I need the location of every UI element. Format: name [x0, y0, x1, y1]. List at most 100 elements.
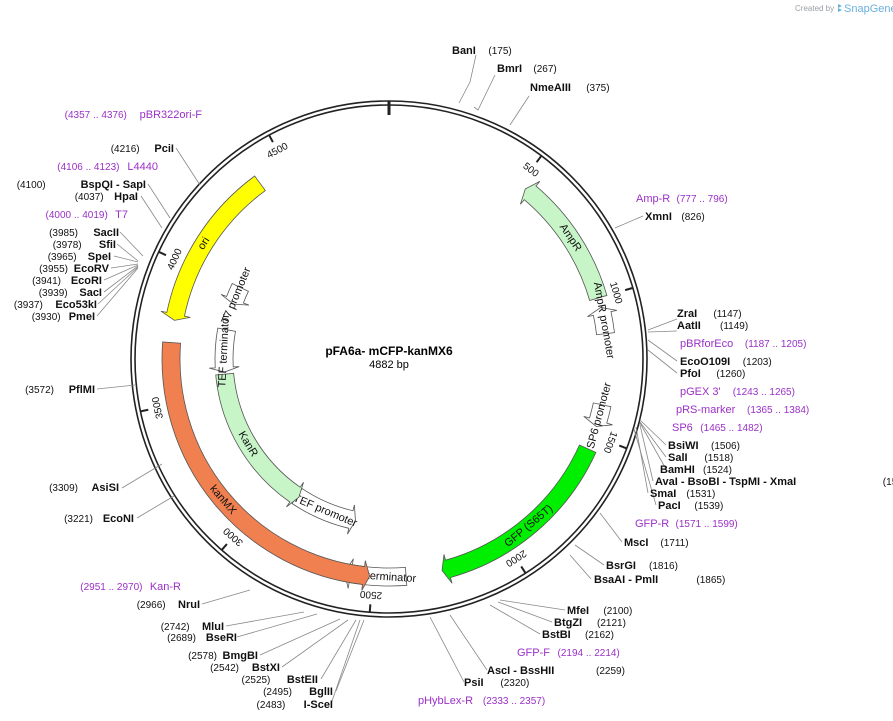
enzyme-position: (2320) — [500, 678, 529, 689]
enzyme-position: (1506) — [711, 441, 740, 452]
enzyme-label-bsteii[interactable]: BstEII(2525) — [241, 674, 318, 686]
enzyme-label-bmgbi[interactable]: BmgBI(2578) — [188, 650, 258, 662]
enzyme-label-bstxi[interactable]: BstXI(2542) — [210, 662, 280, 674]
enzyme-label-msci[interactable]: MscI(1711) — [624, 537, 689, 549]
enzyme-label-bani[interactable]: BanI (175) — [452, 45, 512, 57]
enzyme-name: MfeI — [567, 605, 589, 617]
primer-label-amp-r[interactable]: Amp-R(777 .. 796) — [636, 193, 728, 205]
primer-name: GFP-F — [517, 647, 550, 659]
primer-label-prs-marker[interactable]: pRS-marker(1365 .. 1384) — [676, 404, 809, 416]
enzyme-position: (3309) — [49, 483, 78, 494]
tick-2500 — [368, 604, 372, 613]
enzyme-label-pmei[interactable]: PmeI(3930) — [32, 311, 95, 323]
tick-label-500: 500 — [521, 161, 541, 180]
feature-label-gfp-s65t: GFP (S65T) — [502, 503, 555, 550]
feature-ampr[interactable] — [520, 181, 608, 301]
feature-label-tef-terminator: TEF terminator — [216, 314, 232, 388]
enzyme-label-nrui[interactable]: NruI(2966) — [137, 599, 200, 611]
feature-sp6-promoter[interactable] — [583, 402, 613, 427]
primer-label-pbr322ori-f[interactable]: pBR322ori-F(4357 .. 4376) — [65, 109, 203, 121]
enzyme-position: (2100) — [603, 606, 632, 617]
enzyme-name: EcoRV — [74, 263, 110, 275]
primer-label-gfp-r[interactable]: GFP-R(1571 .. 1599) — [635, 518, 738, 530]
primer-label-t7[interactable]: T7(4000 .. 4019) — [46, 209, 128, 221]
enzyme-name: SpeI — [88, 251, 111, 263]
enzyme-position: (4216) — [111, 144, 140, 155]
feature-label-ori: ori — [196, 235, 213, 252]
enzyme-label-asci-bsshii[interactable]: AscI - BssHII(2259) — [487, 665, 625, 677]
primer-label-phyblex-r[interactable]: pHybLex-R(2333 .. 2357) — [418, 695, 545, 707]
feature-tef-terminator[interactable] — [209, 327, 240, 373]
enzyme-label-bspqi-sapi[interactable]: BspQI - SapI(4100) — [17, 179, 146, 191]
feature-tef-promoter[interactable] — [291, 488, 356, 535]
tick-2000 — [520, 565, 527, 574]
enzyme-label-mlui[interactable]: MluI(2742) — [161, 621, 224, 633]
enzyme-label-asisi[interactable]: AsiSI(3309) — [49, 482, 119, 494]
feature-kanmx[interactable] — [161, 341, 371, 591]
labels: BanI (175) BmrI(267) NmeAIII(375) XmnI(826) Z… — [14, 45, 893, 711]
enzyme-position: (2578) — [188, 651, 217, 662]
enzyme-position: (375) — [586, 83, 609, 94]
enzyme-label-bstbi[interactable]: BstBI(2162) — [542, 629, 614, 641]
enzyme-label-btgzi[interactable]: BtgZI(2121) — [554, 617, 626, 629]
enzyme-label-bsrgi[interactable]: BsrGI(1816) — [606, 560, 678, 572]
enzyme-label-zrai[interactable]: ZraI(1147) — [677, 308, 742, 320]
feature-gfp-s65t[interactable] — [441, 444, 597, 584]
primer-name: L4440 — [127, 161, 158, 173]
enzyme-label-pfoi[interactable]: PfoI(1260) — [680, 368, 745, 380]
enzyme-name: I-SceI — [304, 699, 333, 711]
enzyme-label-mfei[interactable]: MfeI (2100) — [567, 605, 632, 617]
enzyme-label-bglii[interactable]: BglII(2495) — [263, 686, 333, 698]
feature-ori[interactable] — [160, 175, 266, 321]
enzyme-label-sfii[interactable]: SfiI (3978) — [53, 239, 116, 251]
enzyme-label-nmeaiii[interactable]: NmeAIII(375) — [530, 82, 610, 94]
enzyme-label-avai-bsobi-tspmi-xmai[interactable]: AvaI - BsoBI - TspMI - XmaI(1529) — [655, 476, 893, 488]
enzyme-label-bsiwi[interactable]: BsiWI(1506) — [668, 440, 740, 452]
primer-name: Amp-R — [636, 193, 670, 205]
enzyme-label-xmni[interactable]: XmnI(826) — [645, 211, 705, 223]
enzyme-label-smai[interactable]: SmaI(1531) — [650, 488, 715, 500]
enzyme-label-sali[interactable]: SalI(1518) — [668, 452, 733, 464]
enzyme-label-ecorv[interactable]: EcoRV(3955) — [39, 263, 110, 275]
feature-t7-promoter[interactable] — [220, 283, 250, 306]
tick-4000 — [158, 250, 167, 257]
enzyme-name: PmeI — [69, 311, 95, 323]
enzyme-label-econi[interactable]: EcoNI(3221) — [64, 513, 134, 525]
primer-range: (2194 .. 2214) — [558, 648, 620, 659]
enzyme-position: (3978) — [53, 240, 82, 251]
primer-label-kan-r[interactable]: Kan-R(2951 .. 2970) — [80, 581, 181, 593]
enzyme-name: BspQI - SapI — [81, 179, 146, 191]
feature-kanr[interactable] — [215, 372, 304, 508]
primer-name: pGEX 3' — [680, 386, 721, 398]
enzyme-label-sacii[interactable]: SacII(3985) — [49, 227, 119, 239]
enzyme-label-ecori[interactable]: EcoRI(3941) — [32, 275, 102, 287]
enzyme-label-spei[interactable]: SpeI(3965) — [48, 251, 111, 263]
feature-ampr-promoter[interactable] — [587, 307, 617, 336]
enzyme-label-eco53ki[interactable]: Eco53kI(3937) — [14, 299, 97, 311]
enzyme-name: SfiI — [99, 239, 116, 251]
enzyme-label-aatii[interactable]: AatII(1149) — [677, 320, 748, 332]
enzyme-label-pcii[interactable]: PciI(4216) — [111, 143, 174, 155]
enzyme-label-saci[interactable]: SacI(3939) — [39, 287, 102, 299]
primer-label-pgex-3[interactable]: pGEX 3'(1243 .. 1265) — [680, 386, 795, 398]
enzyme-label-bmri[interactable]: BmrI(267) — [497, 63, 557, 75]
enzyme-label-ecoo109i[interactable]: EcoO109I(1203) — [680, 356, 772, 368]
enzyme-label-bamhi[interactable]: BamHI(1524) — [660, 464, 732, 476]
primer-label-l4440[interactable]: L4440(4106 .. 4123) — [57, 161, 158, 173]
enzyme-name: Eco53kI — [55, 299, 97, 311]
enzyme-label-psii[interactable]: PsiI(2320) — [464, 677, 529, 689]
enzyme-label-bseri[interactable]: BseRI(2689) — [167, 632, 237, 644]
enzyme-label-pflmi[interactable]: PflMI(3572) — [25, 384, 95, 396]
enzyme-label-i-scei[interactable]: I-SceI(2483) — [256, 699, 333, 711]
enzyme-label-bsaai-pmli[interactable]: BsaAI - PmlI(1865) — [594, 574, 725, 586]
primer-label-sp6[interactable]: SP6(1465 .. 1482) — [672, 422, 763, 434]
primer-label-pbrforeco[interactable]: pBRforEco(1187 .. 1205) — [680, 338, 806, 350]
primer-name: T7 — [115, 209, 128, 221]
enzyme-label-hpai[interactable]: HpaI(4037) — [75, 191, 138, 203]
enzyme-name: BanI — [452, 45, 476, 57]
enzyme-position: (1203) — [743, 357, 772, 368]
primer-label-gfp-f[interactable]: GFP-F (2194 .. 2214) — [517, 647, 620, 659]
enzyme-label-paci[interactable]: PacI(1539) — [658, 500, 723, 512]
enzyme-position: (175) — [488, 46, 511, 57]
